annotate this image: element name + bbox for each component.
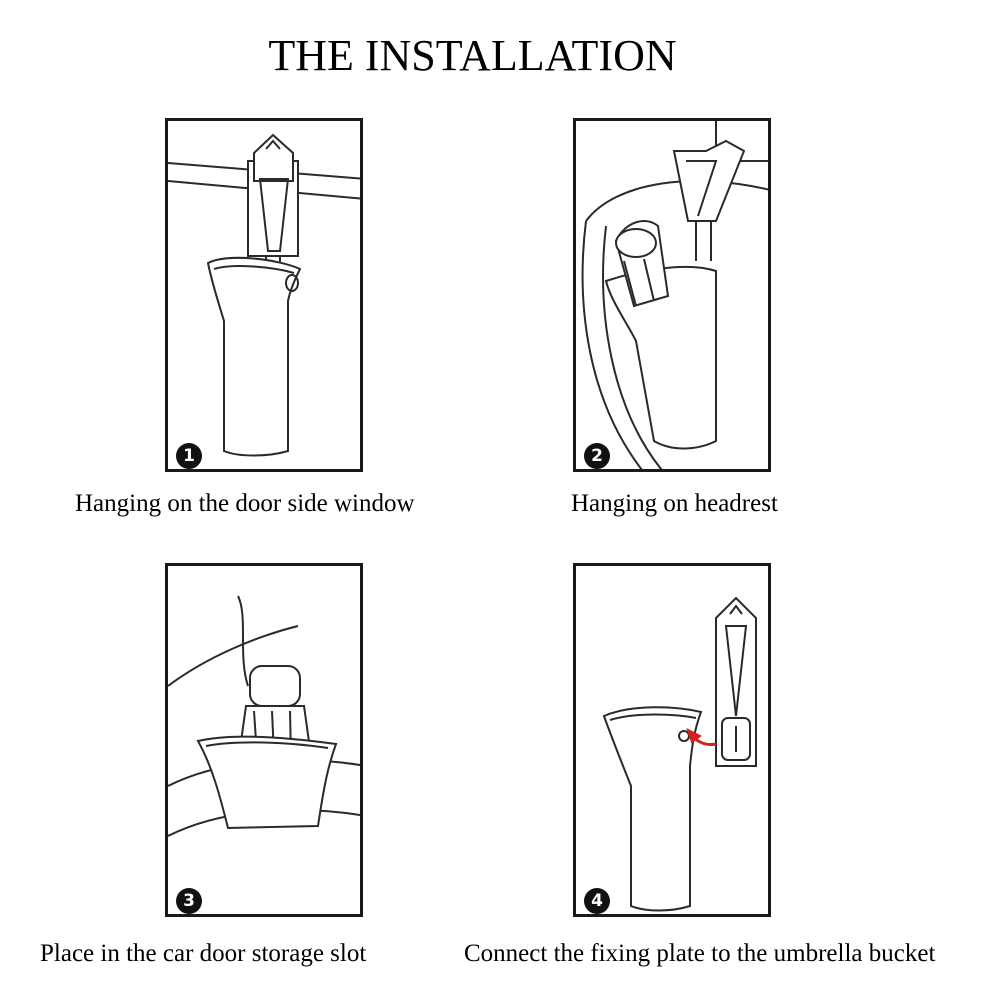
step-3-caption: Place in the car door storage slot [40, 940, 367, 967]
step-1-badge: 1 [176, 443, 202, 469]
step-4-illustration [602, 596, 757, 912]
step-1-panel: 1 [165, 118, 363, 472]
step-1-caption: Hanging on the door side window [75, 490, 415, 517]
step-3-badge: 3 [176, 888, 202, 914]
step-2-panel: 2 [573, 118, 771, 472]
step-4-caption: Connect the fixing plate to the umbrella… [464, 940, 936, 967]
step-4-panel: 4 [573, 563, 771, 917]
step-2-badge: 2 [584, 443, 610, 469]
step-4-badge: 4 [584, 888, 610, 914]
step-1-illustration [168, 133, 360, 457]
step-2-caption: Hanging on headrest [571, 490, 778, 517]
step-3-panel: 3 [165, 563, 363, 917]
page-title: THE INSTALLATION [268, 31, 677, 80]
step-2-illustration [581, 121, 768, 469]
step-3-illustration [168, 595, 360, 837]
